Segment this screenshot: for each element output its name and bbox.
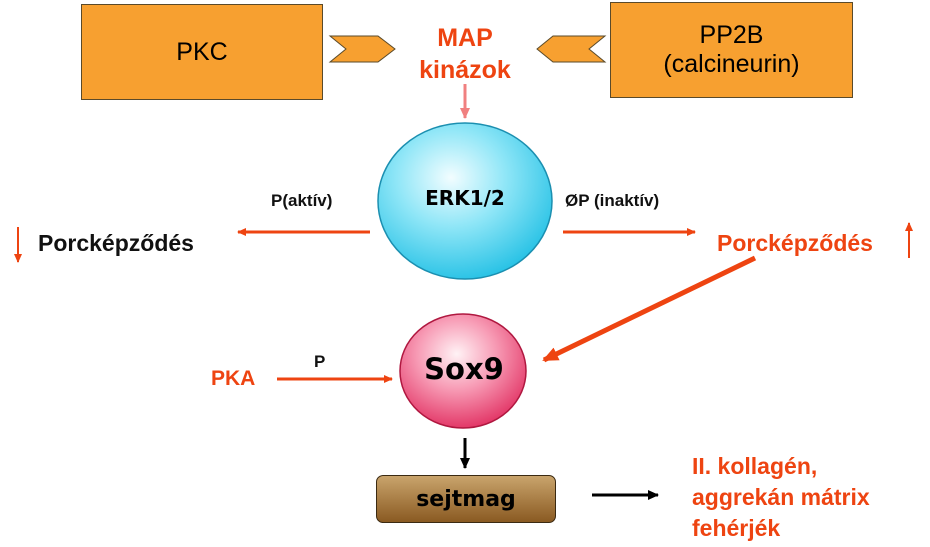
sox9-label: Sox9 [424, 352, 504, 386]
pp2b-chevron-arrow [536, 35, 607, 63]
porcképződés-to-sox9-arrow [542, 255, 757, 363]
pkc-label: PKC [176, 37, 228, 66]
map-kinases-line2: kinázok [419, 56, 511, 84]
pp2b-box: PP2B (calcineurin) [610, 2, 853, 98]
nucleus-box: sejtmag [376, 475, 556, 523]
erk-label: ERK1/2 [425, 186, 505, 210]
pkc-box: PKC [81, 4, 323, 100]
result-line3: fehérjék [692, 515, 781, 541]
nucleus-label: sejtmag [416, 486, 516, 512]
map-kinases-line1: MAP [437, 24, 493, 52]
map-kinases-label: MAP kinázok [405, 22, 525, 86]
sox9-circle [399, 313, 527, 429]
pkc-chevron-arrow [328, 35, 396, 63]
calcineurin-label: (calcineurin) [663, 50, 800, 78]
pp2b-label: PP2B [699, 21, 764, 49]
phospho-active-label: P(aktív) [271, 191, 333, 210]
dephospho-inactive-label: ØP (inaktív) [565, 191, 660, 210]
chondrogenesis-decrease-label: Porcképződés [38, 230, 194, 256]
phosphorylation-label: P [314, 352, 326, 371]
result-label: II. kollagén, aggrekán mátrix fehérjék [692, 451, 870, 544]
pka-label: PKA [211, 367, 256, 390]
chondrogenesis-increase-label: Porcképződés [717, 230, 873, 256]
erk-circle [377, 122, 553, 280]
result-line1: II. kollagén, [692, 453, 818, 479]
result-line2: aggrekán mátrix [692, 484, 870, 510]
